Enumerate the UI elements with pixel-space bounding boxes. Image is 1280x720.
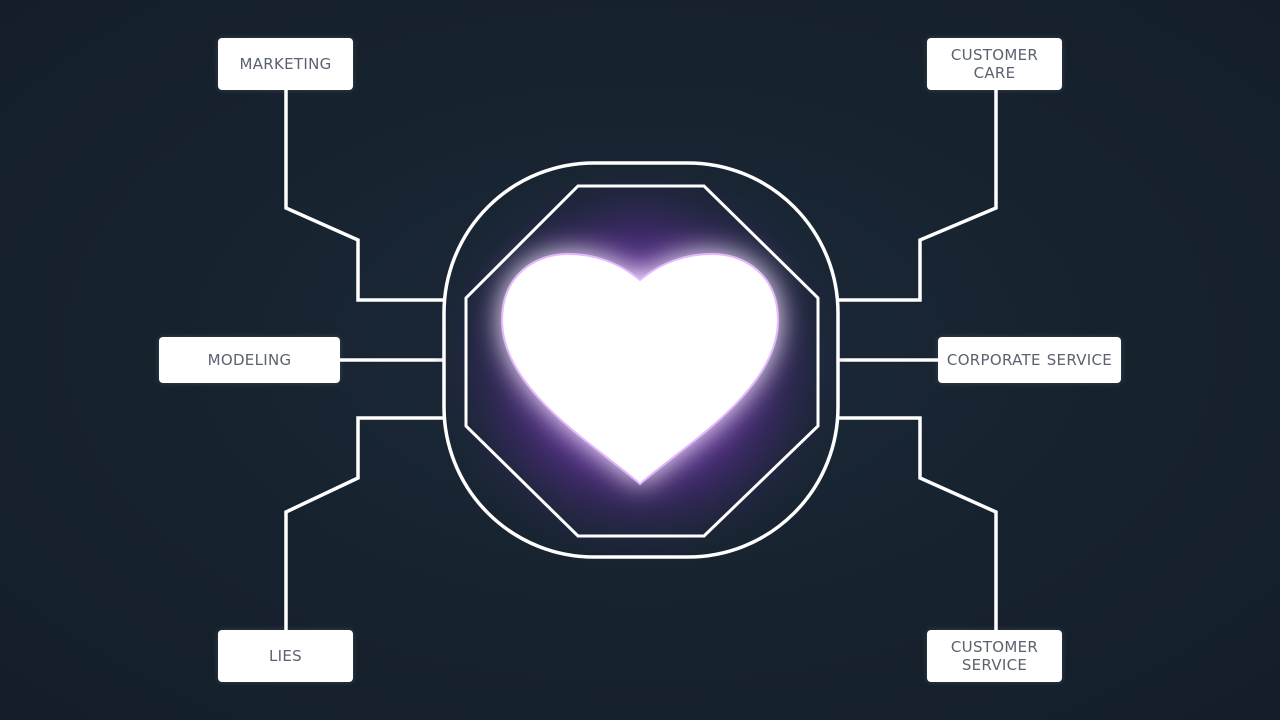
inner-octagon	[464, 184, 820, 538]
outer-ring	[442, 161, 840, 559]
node-bottom-right-line-1: CUSTOMER	[950, 638, 1039, 656]
connector-top-left	[284, 90, 444, 302]
node-bottom-left-line-1: LIES	[269, 647, 302, 665]
node-bottom-left[interactable]: LIES	[218, 630, 353, 682]
connector-bottom-left	[284, 416, 444, 630]
node-mid-left[interactable]: MODELING	[159, 337, 340, 383]
connector-lines	[284, 90, 998, 630]
node-top-left-line-1: MARKETING	[239, 55, 332, 73]
connector-top-right	[838, 90, 998, 302]
node-top-right-line-1: CUSTOMER	[950, 46, 1039, 64]
node-top-right[interactable]: CUSTOMER CARE	[927, 38, 1062, 90]
node-mid-right[interactable]: CORPORATE SERVICE	[938, 337, 1121, 383]
node-top-left[interactable]: MARKETING	[218, 38, 353, 90]
node-mid-right-line-2: SERVICE	[1046, 351, 1113, 369]
node-top-right-line-2: CARE	[973, 64, 1016, 82]
node-mid-left-line-1: MODELING	[207, 351, 292, 369]
node-bottom-right[interactable]: CUSTOMER SERVICE	[927, 630, 1062, 682]
connector-bottom-right	[838, 416, 998, 630]
node-bottom-right-line-2: SERVICE	[961, 656, 1028, 674]
node-mid-right-line-1: CORPORATE	[946, 351, 1041, 369]
heart-icon	[500, 252, 780, 486]
